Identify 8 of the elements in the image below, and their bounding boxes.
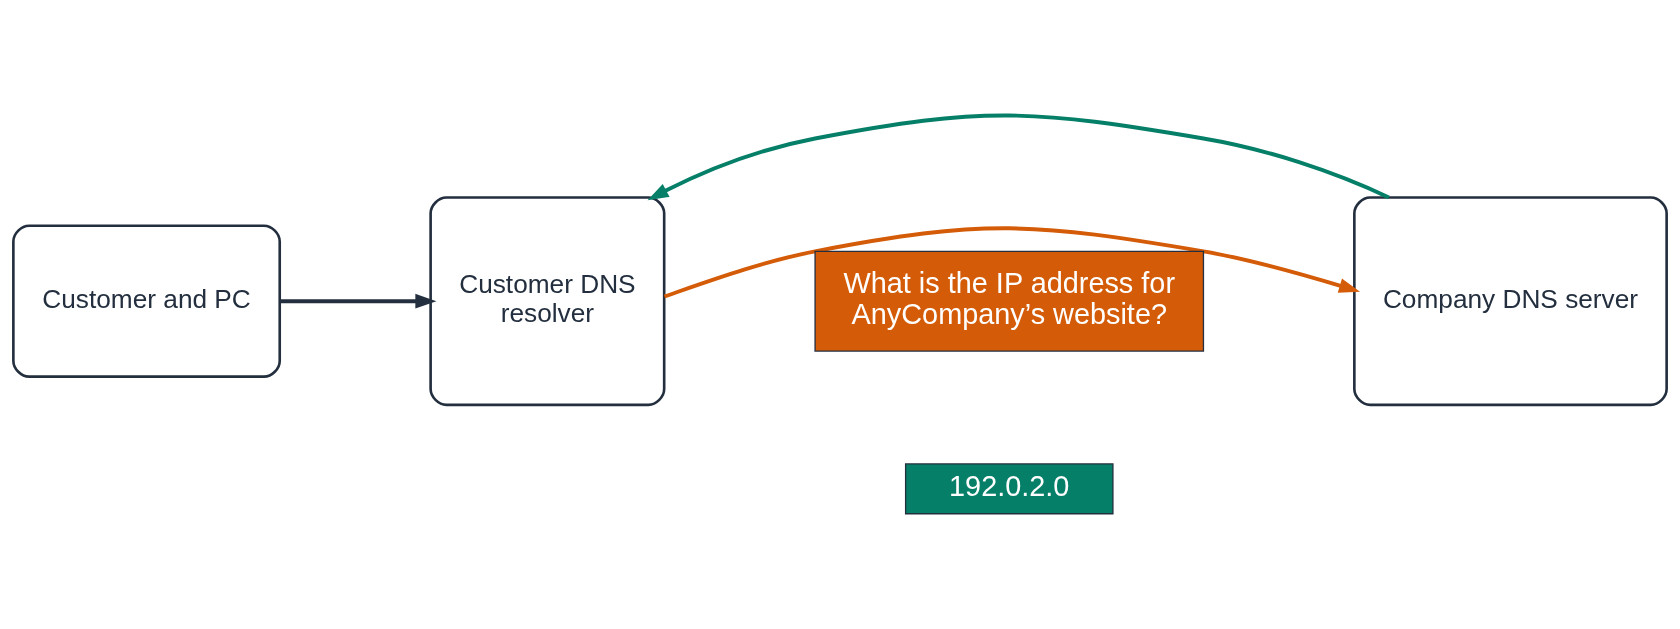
arrow (647, 113, 1390, 201)
node-box: What is the IP address for AnyCompany’s website? (814, 250, 1205, 352)
node-box: Company DNS server (1353, 196, 1668, 407)
node-box: 192.0.2.0 (904, 463, 1114, 515)
node-box: Customer and PC (12, 224, 282, 378)
arrow (279, 293, 437, 309)
arrow (663, 226, 1360, 299)
node-box: Customer DNS resolver (429, 196, 666, 407)
